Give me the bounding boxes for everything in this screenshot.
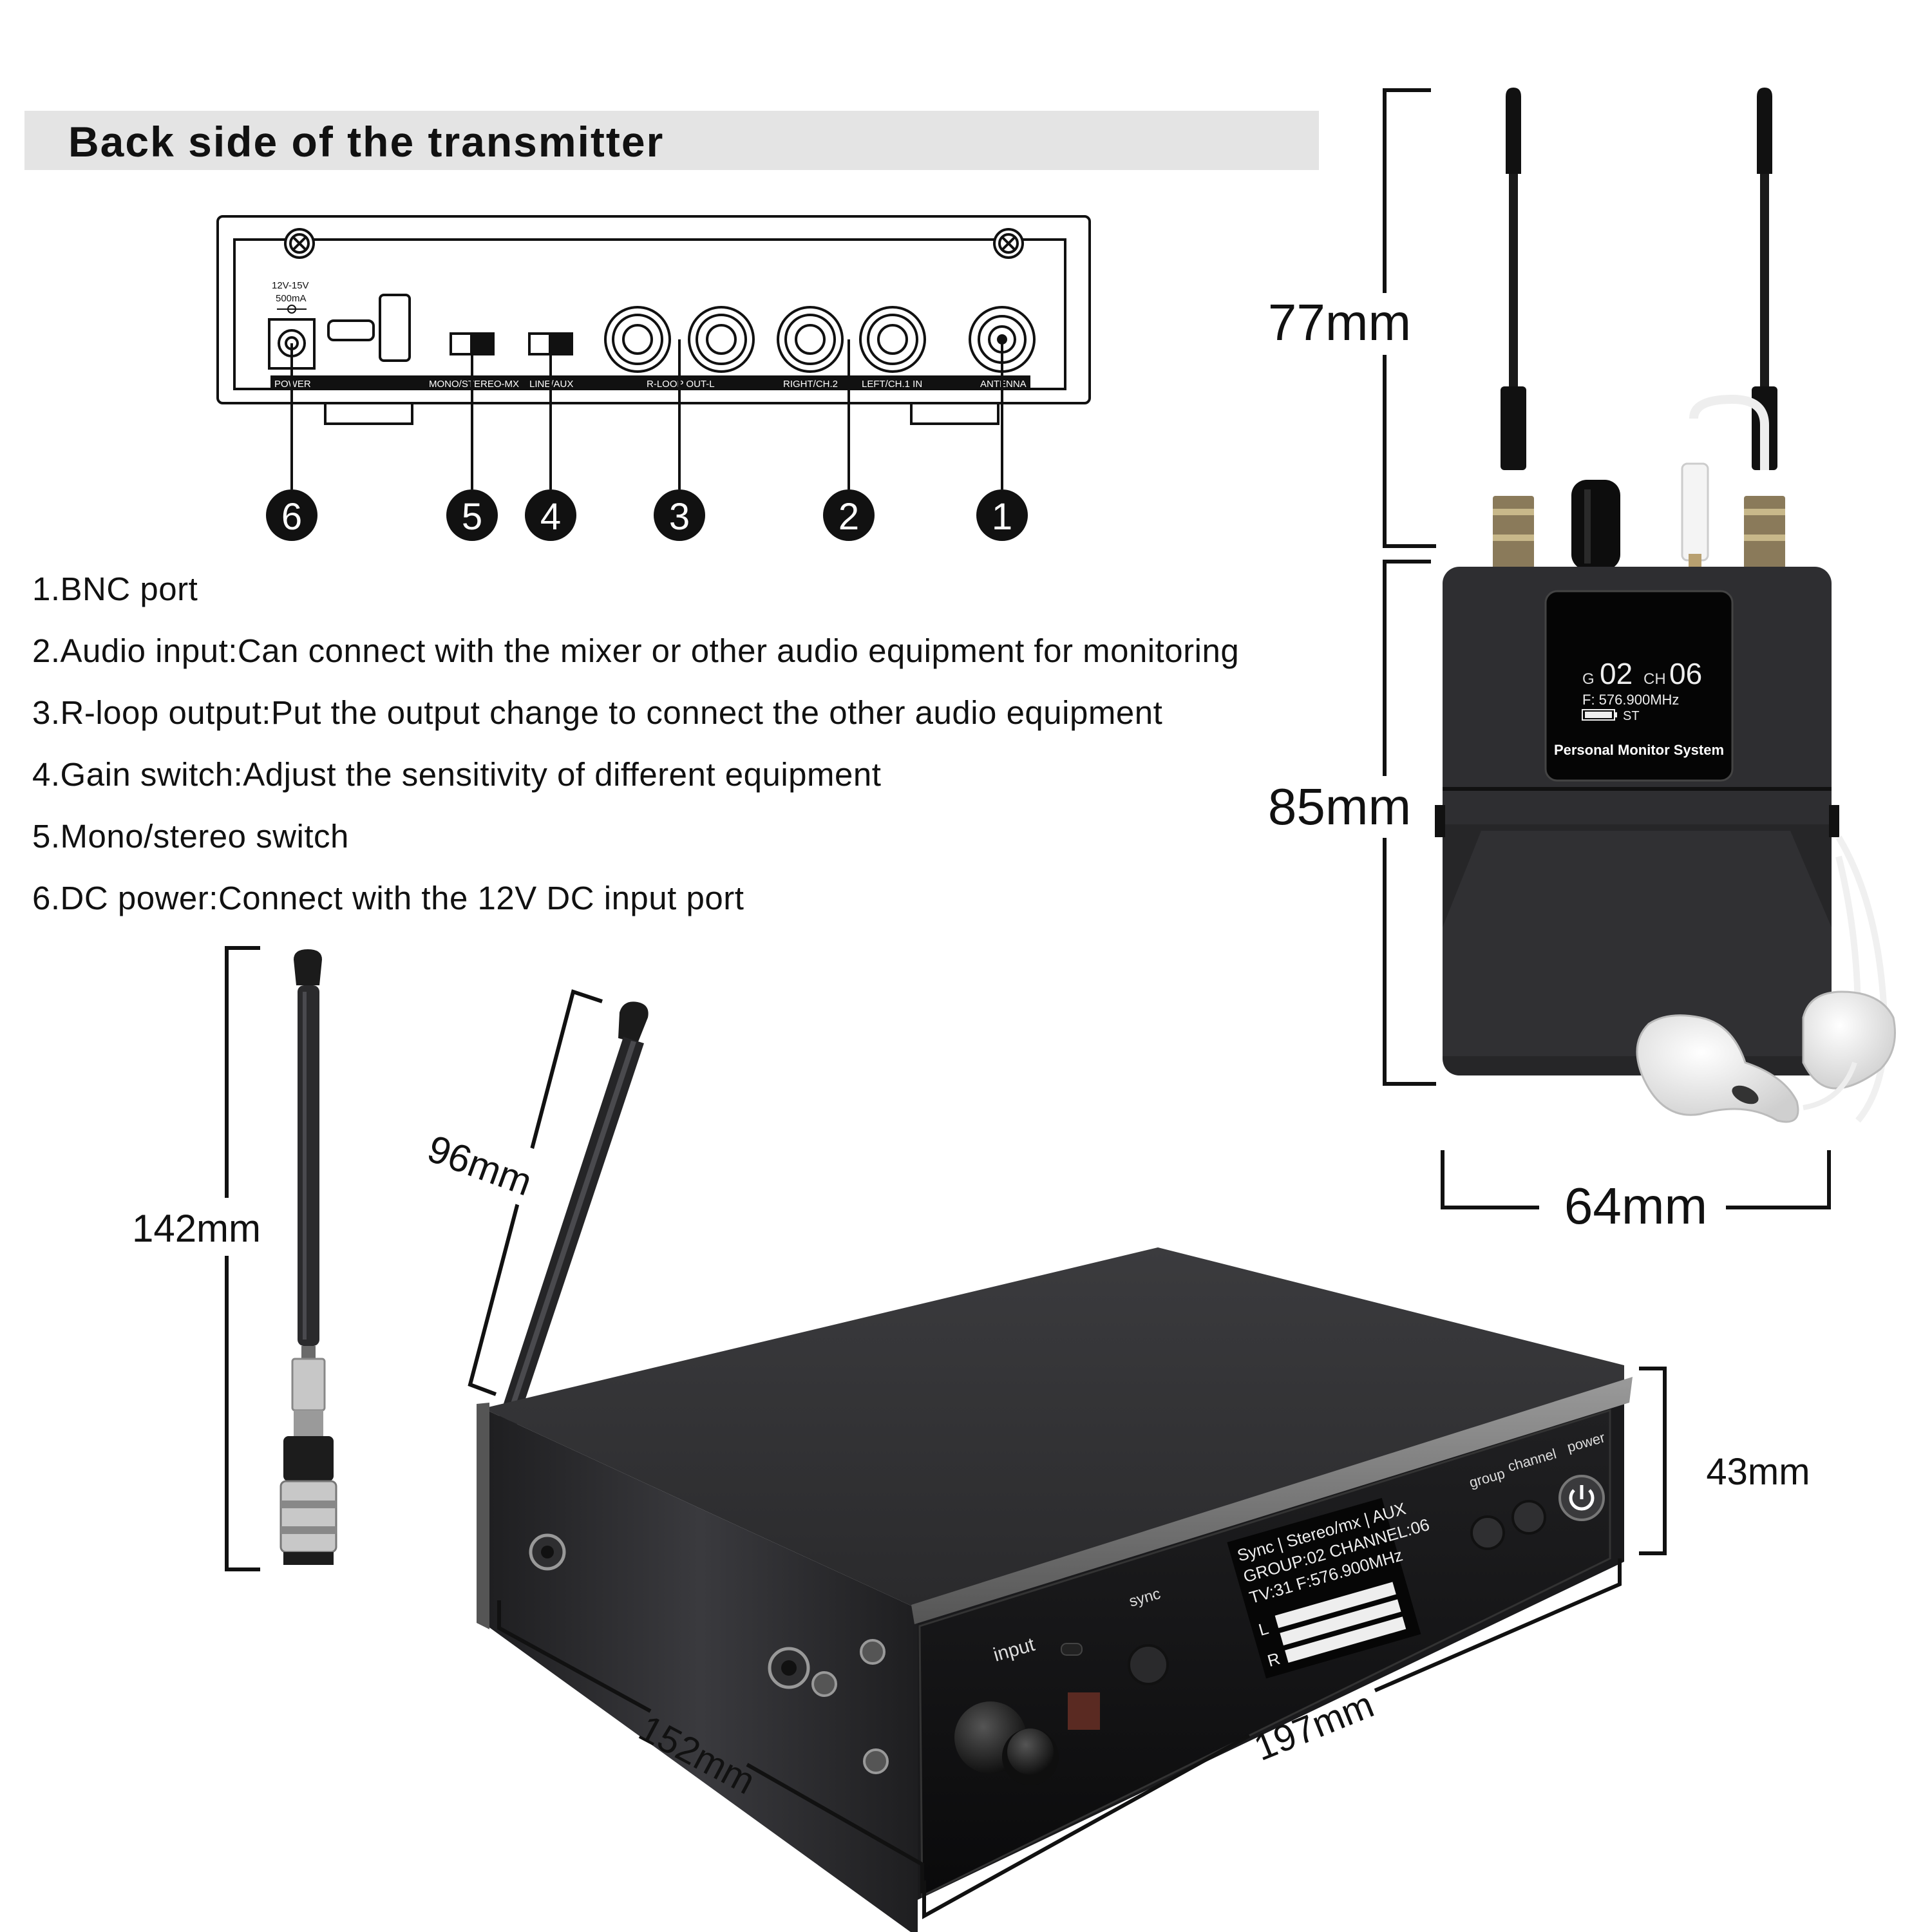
receiver-width-bracket <box>1441 1150 1831 1209</box>
side-jacks <box>529 1533 889 1774</box>
feature-item: 4.Gain switch:Adjust the sensitivity of … <box>32 756 882 793</box>
battery-icon <box>1582 709 1617 721</box>
channel-button <box>1511 1500 1546 1535</box>
power-spec-current: 500mA <box>276 293 307 304</box>
feature-list: 1.BNC port 2.Audio input:Can connect wit… <box>32 567 1239 938</box>
receiver-antenna-left <box>1493 88 1534 573</box>
panel-screw-left <box>284 228 315 259</box>
screen-channel: 06 <box>1669 657 1702 690</box>
feature-item: 5.Mono/stereo switch <box>32 818 349 855</box>
earbud-left <box>1636 1014 1799 1123</box>
jack-r-loop-out-l <box>688 306 755 373</box>
jack-r-loop-out-r <box>604 306 671 373</box>
callout-leaders <box>290 339 1003 489</box>
port-label-right-ch2: RIGHT/CH.2 <box>783 379 838 390</box>
headphone-plug <box>1681 394 1769 573</box>
antenna-length-bracket <box>225 946 260 1571</box>
power-button <box>1558 1475 1605 1521</box>
callout-3: 3 <box>669 496 690 538</box>
input-knob <box>954 1701 1059 1785</box>
receiver-height-brackets <box>1383 88 1436 1086</box>
receiver-antenna-height: 77mm <box>1268 294 1411 351</box>
callout-1: 1 <box>992 496 1012 538</box>
panel-slot-tall <box>379 294 411 362</box>
transmitter-width-bracket <box>922 1558 1622 1920</box>
receiver-brand: Personal Monitor System <box>1554 742 1724 758</box>
transmitter-lcd: Sync | Stereo/mx | AUX GROUP:02 CHANNEL:… <box>1227 1497 1432 1679</box>
receiver-volume-knob <box>1571 480 1620 570</box>
screen-group: 02 <box>1600 657 1633 690</box>
receiver-antenna-right <box>1744 88 1785 573</box>
jack-right-ch2 <box>777 306 844 373</box>
callout-4: 4 <box>540 496 561 538</box>
power-spec-voltage: 12V-15V <box>272 280 309 291</box>
sync-led <box>1061 1643 1083 1656</box>
antenna-length: 142mm <box>132 1207 261 1250</box>
screen-g-label: G <box>1582 670 1595 688</box>
transmitter-antenna <box>497 1001 649 1430</box>
header-bar <box>24 111 1319 170</box>
receiver-body-height: 85mm <box>1268 778 1411 835</box>
transmitter-height-bracket <box>1639 1367 1667 1555</box>
port-label-mono-stereo: MONO/STEREO-MX <box>429 379 519 390</box>
panel-label-strip <box>270 375 1030 390</box>
callout-5: 5 <box>462 496 482 538</box>
earbud-right <box>1802 990 1896 1110</box>
feature-item: 2.Audio input:Can connect with the mixer… <box>32 632 1240 669</box>
level-indicator-led <box>1068 1692 1100 1730</box>
jack-left-ch1 <box>859 306 926 373</box>
port-label-left-ch1: LEFT/CH.1 IN <box>862 379 922 390</box>
callout-badges <box>266 489 1028 541</box>
screen-ch-label: CH <box>1643 670 1666 688</box>
screen-mode: ST <box>1623 709 1640 723</box>
sync-button <box>1128 1644 1169 1685</box>
feature-item: 1.BNC port <box>32 571 198 607</box>
page-title: Back side of the transmitter <box>68 118 665 166</box>
standalone-antenna <box>279 949 337 1565</box>
panel-screw-right <box>993 228 1024 259</box>
receiver-body <box>1435 567 1839 1075</box>
transmitter-chassis <box>477 1247 1633 1932</box>
transmitter-height: 43mm <box>1706 1451 1810 1493</box>
feature-item: 6.DC power:Connect with the 12V DC input… <box>32 880 744 916</box>
receiver-screen <box>1544 590 1734 782</box>
group-button <box>1470 1515 1505 1550</box>
callout-2: 2 <box>838 496 859 538</box>
polarity-symbol-icon <box>277 305 307 314</box>
feature-item: 3.R-loop output:Put the output change to… <box>32 694 1163 731</box>
screen-frequency: F: 576.900MHz <box>1582 692 1679 708</box>
panel-slot-small <box>327 319 375 341</box>
callout-6: 6 <box>281 496 302 538</box>
receiver-width: 64mm <box>1564 1177 1707 1235</box>
